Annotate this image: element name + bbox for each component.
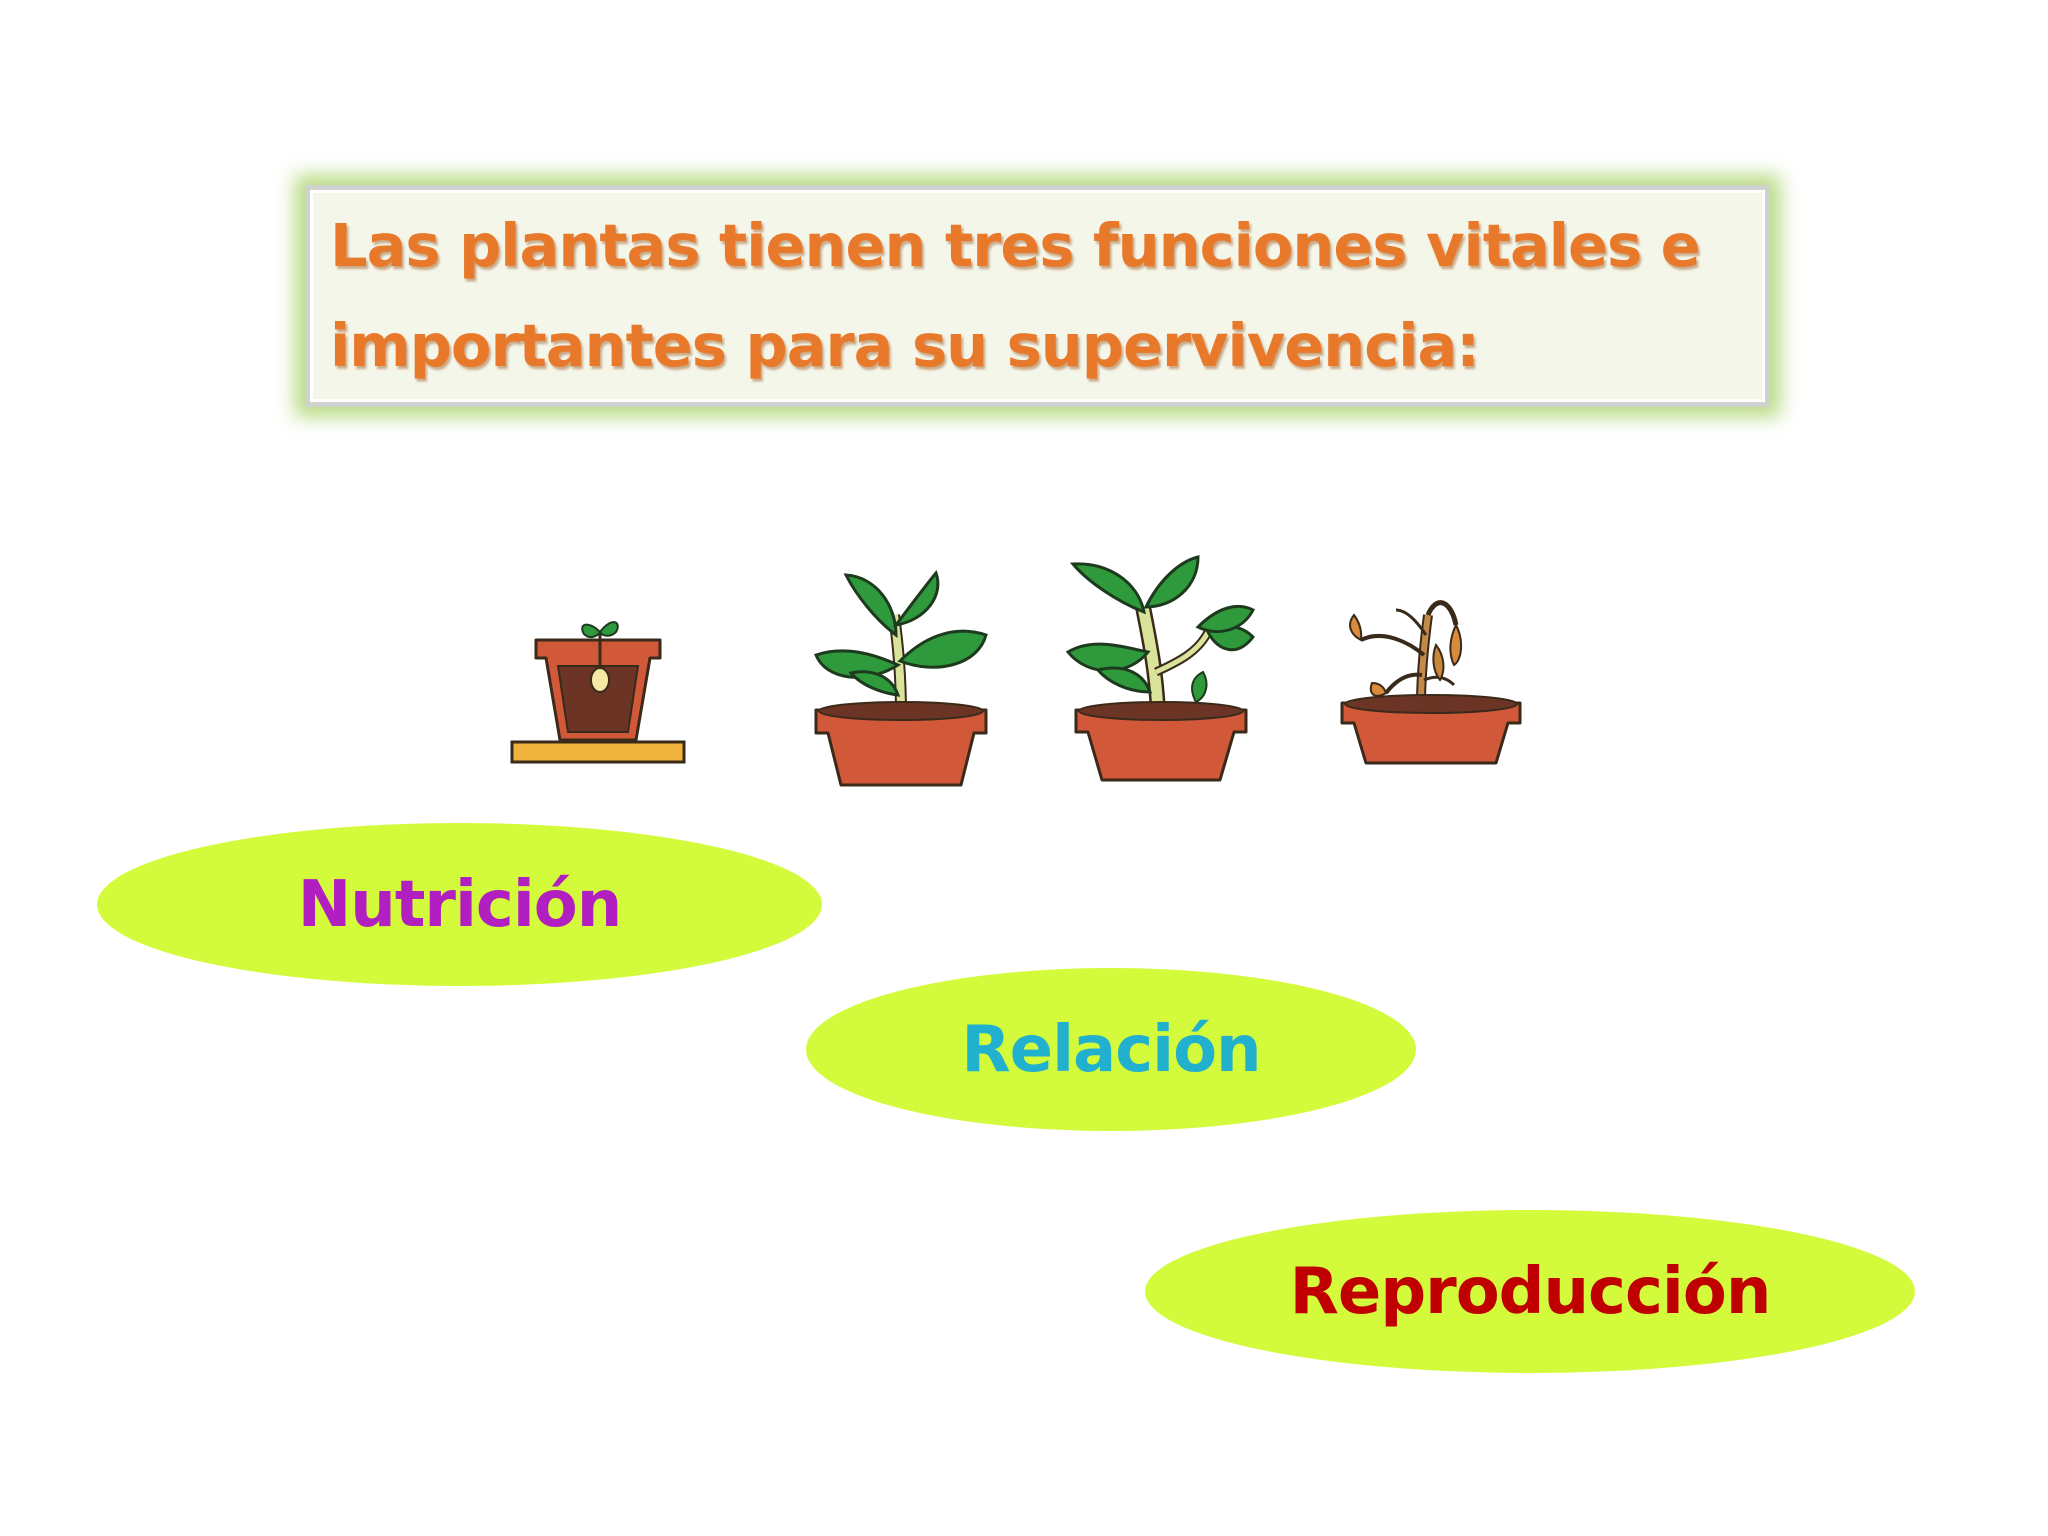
title-line-1: Las plantas tienen tres funciones vitale… — [330, 211, 1701, 280]
young-plant-pot-icon — [806, 565, 996, 790]
function-reproduccion-label: Reproducción — [1289, 1254, 1772, 1329]
title-box: Las plantas tienen tres funciones vitale… — [305, 185, 1770, 407]
seedling-pot-icon — [508, 610, 688, 770]
function-reproduccion: Reproducción — [1145, 1210, 1915, 1373]
page-title: Las plantas tienen tres funciones vitale… — [330, 196, 1701, 396]
wilted-plant-pot-icon — [1336, 585, 1526, 765]
title-line-2: importantes para su supervivencia: — [330, 311, 1480, 380]
function-nutricion: Nutrición — [97, 823, 822, 986]
function-relacion-label: Relación — [961, 1012, 1261, 1087]
function-relacion: Relación — [806, 968, 1416, 1131]
function-nutricion-label: Nutrición — [297, 867, 623, 942]
mature-plant-pot-icon — [1058, 552, 1258, 782]
